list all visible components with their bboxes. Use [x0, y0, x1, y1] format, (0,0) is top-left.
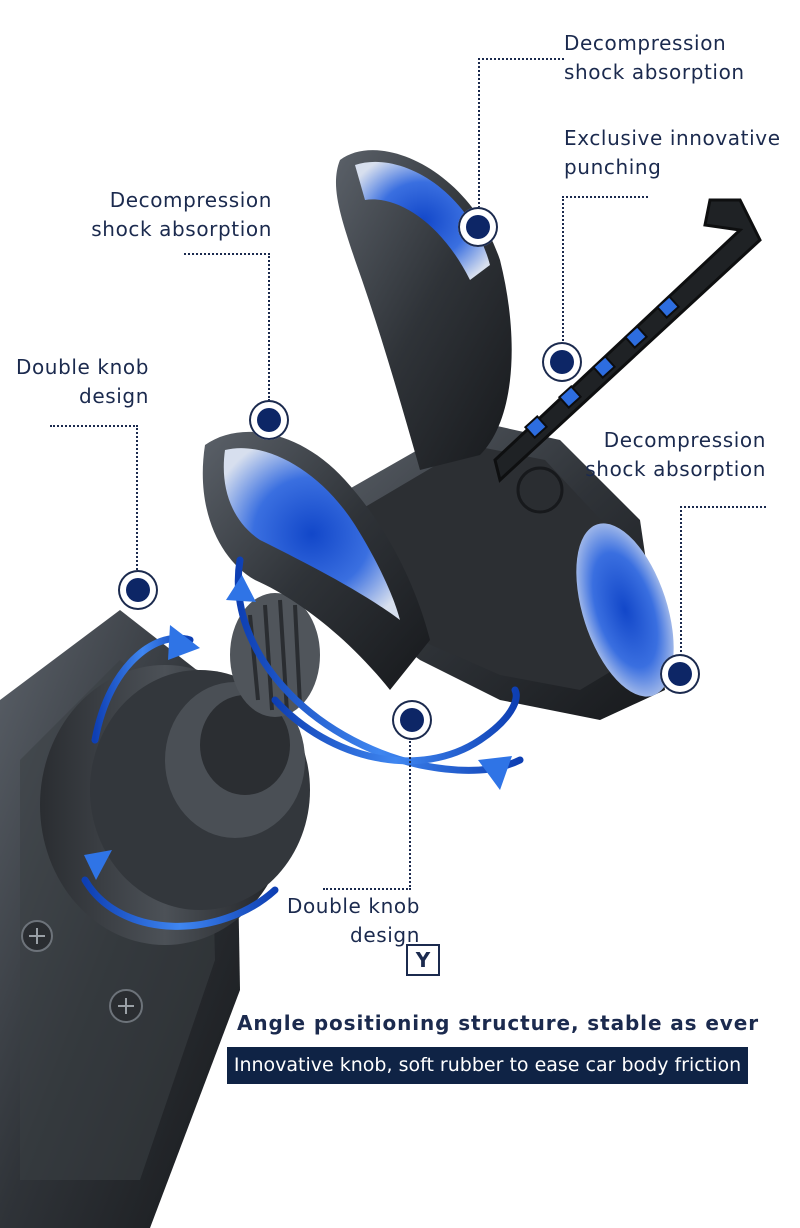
tagline-banner: Innovative knob, soft rubber to ease car…	[227, 1047, 748, 1084]
leader-line	[323, 888, 411, 890]
callout-label-double-knob-bottom: Double knob design	[286, 894, 420, 947]
leader-line	[562, 196, 648, 198]
screw-icon	[109, 989, 143, 1023]
leader-line	[184, 253, 270, 255]
leader-line	[680, 506, 766, 508]
callout-marker-icon	[458, 207, 498, 247]
callout-label-punching: Exclusive innovative punching	[564, 126, 781, 179]
leader-line	[478, 58, 480, 208]
callout-marker-icon	[249, 400, 289, 440]
headline: Angle positioning structure, stable as e…	[237, 1011, 759, 1035]
leader-line	[136, 425, 138, 570]
callout-label-decompression-right: Decompression shock absorption	[585, 428, 766, 481]
callout-label-decompression-top: Decompression shock absorption	[564, 31, 745, 84]
rotation-arrow-icon	[84, 575, 512, 880]
callout-marker-icon	[542, 342, 582, 382]
leader-line	[562, 196, 564, 341]
callout-label-double-knob-left: Double knob design	[15, 355, 149, 408]
screw-icon	[21, 920, 53, 952]
callout-marker-icon	[392, 700, 432, 740]
leader-line	[478, 58, 564, 60]
callout-marker-icon	[660, 654, 700, 694]
leader-line	[409, 738, 411, 890]
callout-marker-icon	[118, 570, 158, 610]
leader-line	[268, 253, 270, 401]
leader-line	[680, 506, 682, 656]
brand-logo-icon: Y	[406, 944, 440, 976]
callout-label-decompression-left: Decompression shock absorption	[91, 188, 272, 241]
leader-line	[50, 425, 138, 427]
